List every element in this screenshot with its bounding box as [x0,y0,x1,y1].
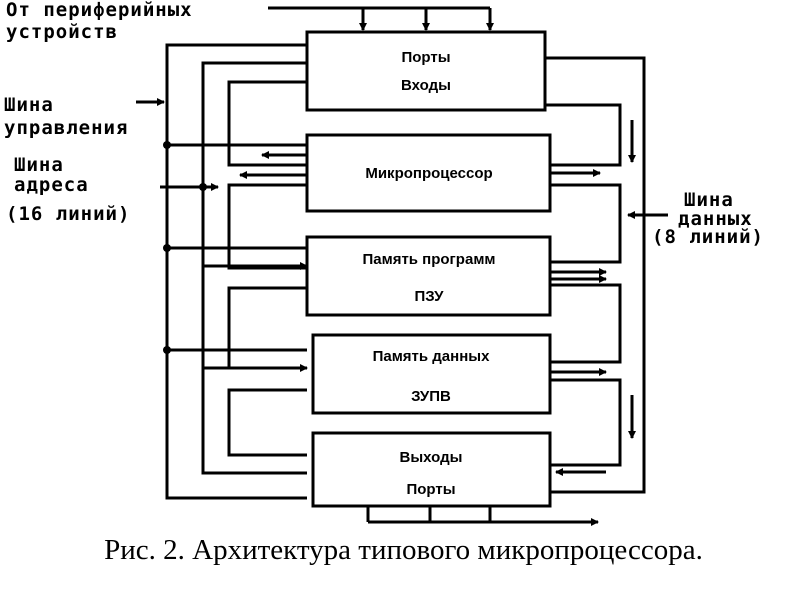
output-ports-label-1: Выходы [400,449,463,466]
data-bus-label-3: (8 линий) [652,226,764,248]
loop-right-input-cpu [545,103,622,167]
address-bus-label-3: (16 линий) [6,203,131,225]
ram-label-1: Память данных [373,348,491,365]
architecture-diagram: Порты Входы Микропроцессор Память програ… [136,6,668,526]
cpu-label: Микропроцессор [365,165,492,182]
junction-dot [199,183,207,191]
ram-label-2: ЗУПВ [411,388,451,405]
output-ports-label-2: Порты [406,481,455,498]
loop-right-ram-output [550,378,622,467]
control-bus-label-2: управления [4,117,129,139]
loop-input-cpu [227,80,307,167]
address-bus-label-1: Шина [14,154,64,176]
address-bus-label-2: адреса [14,174,89,196]
block-output-ports [311,431,552,508]
block-ram [311,333,552,415]
blocks [305,30,552,508]
control-bus-label-1: Шина [4,94,54,116]
figure-caption: Рис. 2. Архитектура типового микропроцес… [104,534,703,566]
loop-right-rom-ram [550,283,622,364]
junction-dot [163,244,171,252]
loop-rom-ram [227,286,307,370]
data-bus-line [545,56,646,494]
data-bus-label-2: данных [678,208,753,230]
block-rom [305,235,552,317]
input-ports-label-2: Входы [401,77,451,94]
loop-right-cpu-rom [550,183,622,264]
peripheral-label-2: устройств [6,21,118,43]
junction-dots [163,141,207,354]
input-ports-label-1: Порты [401,49,450,66]
peripheral-label-1: От периферийных [6,0,193,21]
data-bus-label-1: Шина [684,189,734,211]
loop-cpu-rom [227,183,307,270]
loop-ram-output [227,388,307,457]
rom-label-1: Память программ [362,251,495,268]
junction-dot [163,346,171,354]
address-bus-line [201,61,307,475]
bus-lines [136,6,668,526]
block-cpu [305,133,552,213]
junction-dot [163,141,171,149]
control-bus-line [165,43,307,500]
block-input-ports [305,30,547,112]
block-labels: Порты Входы Микропроцессор Память програ… [362,49,495,498]
rom-label-2: ПЗУ [415,288,445,305]
